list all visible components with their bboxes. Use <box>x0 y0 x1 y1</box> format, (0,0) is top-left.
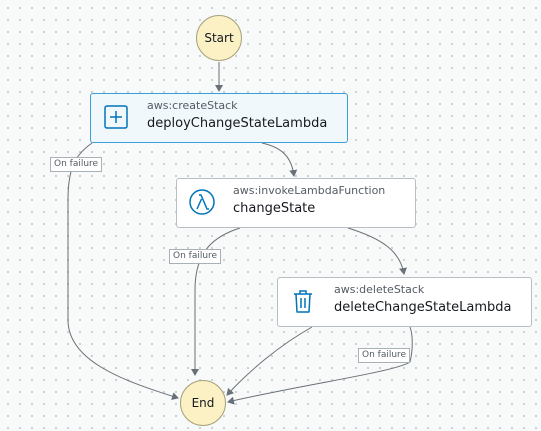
start-label: Start <box>204 31 234 45</box>
state-deploy-change-state-lambda[interactable]: aws:createStack deployChangeStateLambda <box>90 93 348 143</box>
failure-label-change-state[interactable]: On failure <box>169 249 222 264</box>
state-change-state[interactable]: aws:invokeLambdaFunction changeState <box>176 178 416 228</box>
state-name-label: changeState <box>233 201 316 216</box>
state-api-label: aws:deleteStack <box>334 283 425 296</box>
failure-label-deploy[interactable]: On failure <box>50 157 103 172</box>
state-api-label: aws:createStack <box>147 99 238 112</box>
lambda-icon <box>189 189 215 215</box>
end-node[interactable]: End <box>180 380 226 426</box>
edge-delete-to-end <box>226 326 313 396</box>
state-api-label: aws:invokeLambdaFunction <box>233 184 386 197</box>
state-name-label: deleteChangeStateLambda <box>334 300 512 315</box>
edge-deploy-failure-to-end <box>67 142 179 401</box>
plus-square-icon <box>104 105 128 129</box>
state-delete-change-state-lambda[interactable]: aws:deleteStack deleteChangeStateLambda <box>277 277 532 327</box>
edge-deploy-to-changestate <box>261 142 298 177</box>
edge-delete-failure-to-end <box>227 326 413 405</box>
end-label: End <box>191 396 215 410</box>
state-name-label: deployChangeStateLambda <box>147 116 328 131</box>
failure-label-delete[interactable]: On failure <box>358 348 411 363</box>
trash-icon <box>294 290 312 313</box>
start-node[interactable]: Start <box>196 15 242 61</box>
edge-changestate-to-delete <box>347 227 407 275</box>
